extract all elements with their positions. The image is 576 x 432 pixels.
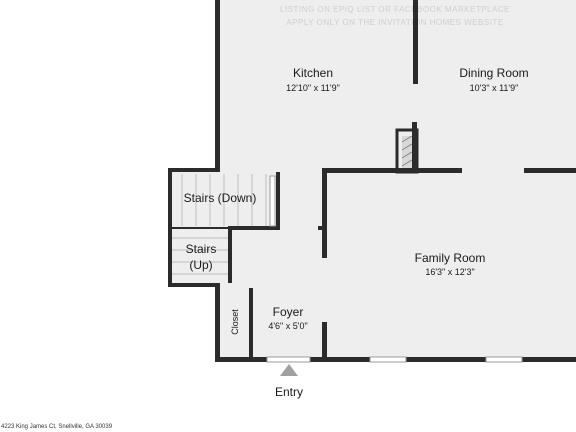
foyer-dims: 4'6" x 5'0" [268, 321, 307, 331]
wall [249, 288, 253, 360]
window [369, 356, 407, 363]
wall [322, 168, 462, 173]
wall [276, 172, 280, 230]
dining-room-label: Dining Room [459, 66, 528, 80]
wall [215, 284, 220, 362]
kitchen-dims: 12'10" x 11'9" [286, 83, 340, 93]
entry-arrow-icon [280, 364, 298, 376]
watermark-line-1: LISTING ON EPIQ LIST OR FACEBOOK MARKETP… [280, 5, 510, 14]
walls [168, 0, 576, 362]
kitchen-label: Kitchen [293, 66, 333, 80]
address-caption: 4223 King James Ct, Snellville, GA 30039 [1, 424, 113, 430]
family-room-label: Family Room [415, 251, 486, 265]
wall [215, 0, 220, 172]
window [485, 356, 523, 363]
entry-door-opening [266, 356, 311, 363]
stairs-up-label-2: (Up) [189, 258, 212, 272]
wall [168, 283, 220, 287]
family-room-dims: 16'3" x 12'3" [425, 267, 474, 277]
wall [228, 228, 232, 283]
wall [322, 322, 327, 358]
stair-treads-up [172, 237, 228, 275]
wall [318, 226, 323, 230]
fireplace-lines [401, 135, 413, 167]
wall [170, 227, 230, 229]
stairs-down-label: Stairs (Down) [184, 191, 257, 205]
wall [215, 357, 267, 362]
wall [413, 0, 418, 84]
stairs-down-rail [269, 175, 276, 227]
wall [524, 168, 576, 173]
floor-area [170, 0, 576, 360]
wall [322, 168, 327, 258]
wall [168, 168, 220, 172]
watermark-line-2: APPLY ONLY ON THE INVITATION HOMES WEBSI… [286, 18, 503, 27]
entry-label: Entry [275, 385, 303, 399]
stair-treads-down [181, 174, 267, 226]
closet-label: Closet [230, 309, 240, 335]
fireplace-hatch [402, 136, 412, 168]
foyer-label: Foyer [273, 305, 304, 319]
wall [228, 226, 280, 230]
stairs-up-label-1: Stairs [186, 242, 217, 256]
wall [310, 357, 576, 362]
dining-room-dims: 10'3" x 11'9" [470, 83, 519, 93]
